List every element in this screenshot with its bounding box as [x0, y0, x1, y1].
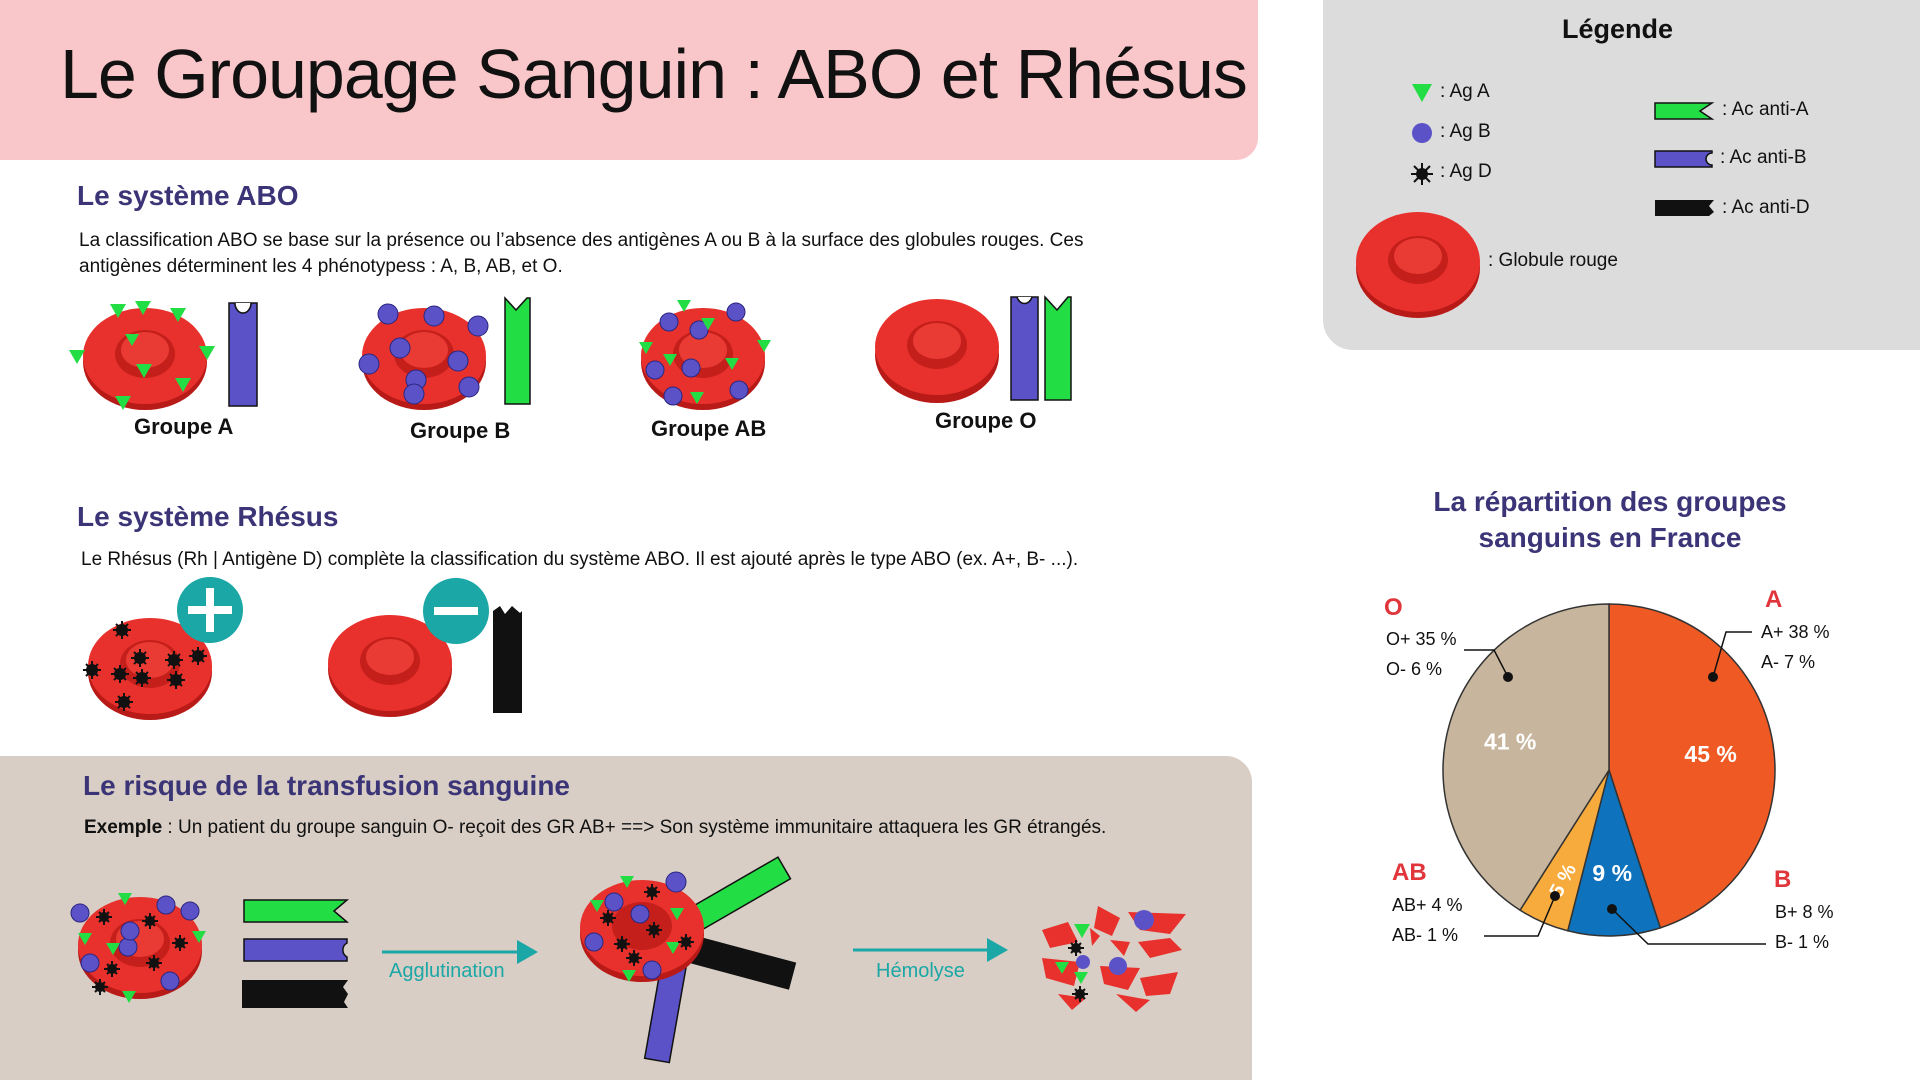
group-a-label: Groupe A — [134, 414, 234, 439]
legend-label-globule: : Globule rouge — [1488, 250, 1618, 271]
rh-negative-antibody-anti-d — [493, 606, 522, 713]
leader-line-b — [1611, 908, 1766, 945]
antigen-b-icon — [1412, 123, 1432, 143]
leader-line-a-dot — [1708, 672, 1718, 682]
hemolysis-arrow — [853, 938, 1008, 962]
pie-slice-a — [1608, 603, 1776, 929]
leader-line-ab-dot — [1550, 891, 1560, 901]
red-blood-cell-icon — [1356, 212, 1480, 318]
risk-example-text: : Un patient du groupe sanguin O- reçoit… — [162, 817, 1107, 838]
antibody-anti-a-icon — [1654, 102, 1715, 120]
risk-section-title: Le risque de la transfusion sanguine — [83, 770, 570, 801]
group-o-label: Groupe O — [935, 408, 1037, 433]
legend-label-ac-anti-b: : Ac anti-B — [1720, 147, 1807, 168]
antigen-d-icon — [1411, 163, 1433, 185]
rh-negative-cell — [328, 615, 452, 717]
antibody-anti-d-icon — [1655, 200, 1714, 216]
group-b-antibody — [504, 296, 531, 405]
leader-line-a — [1712, 631, 1752, 678]
rhesus-section-title: Le système Rhésus — [77, 501, 339, 532]
agglutination-label: Agglutination — [389, 960, 505, 982]
plus-icon — [177, 577, 243, 643]
legend-label-ac-anti-a: : Ac anti-A — [1722, 99, 1809, 120]
recipient-antibody-anti-d — [242, 980, 348, 1008]
group-o-antibody-anti-b — [1010, 296, 1039, 401]
abo-description: La classification ABO se base sur la pré… — [79, 230, 1084, 277]
antibody-anti-b-icon — [1654, 150, 1713, 168]
risk-example-label: Exemple — [84, 817, 163, 838]
leader-line-b-dot — [1607, 904, 1617, 914]
pie-detail-b-neg: B- 1 % — [1775, 932, 1830, 952]
donor-ab-positive-cell — [70, 893, 206, 1003]
pie-group-label-a: A — [1765, 586, 1783, 613]
leader-line-ab — [1484, 895, 1556, 937]
group-o-antibody-anti-a — [1044, 295, 1072, 401]
recipient-antibody-anti-a — [243, 899, 350, 923]
group-o-cell — [875, 299, 999, 403]
pie-detail-o-neg: O- 6 % — [1386, 659, 1443, 679]
title-banner — [0, 0, 1258, 160]
pie-value-label-a: 45 % — [1684, 741, 1736, 767]
pie-detail-a-pos: A+ 38 % — [1761, 622, 1830, 642]
group-b-label: Groupe B — [410, 418, 511, 443]
recipient-antibody-anti-b — [243, 938, 348, 962]
legend-label-ag-d: : Ag D — [1440, 161, 1492, 182]
pie-group-label-o: O — [1384, 594, 1403, 621]
abo-section-title: Le système ABO — [77, 180, 299, 211]
pie-detail-ab-pos: AB+ 4 % — [1392, 895, 1463, 915]
rh-positive-cell — [83, 618, 212, 720]
pie-slice-b — [1566, 767, 1662, 937]
legend-title: Légende — [1562, 14, 1674, 44]
antigen-a-icon — [1412, 84, 1432, 102]
group-a-antibody — [228, 302, 258, 407]
minus-icon — [423, 578, 489, 644]
pie-group-label-ab: AB — [1392, 859, 1427, 886]
page-title: Le Groupage Sanguin : ABO et Rhésus — [60, 35, 1248, 113]
pie-detail-o-pos: O+ 35 % — [1386, 629, 1457, 649]
agglutinated-cell — [580, 856, 797, 1064]
pie-value-label-o: 41 % — [1484, 728, 1536, 754]
agglutination-arrow — [382, 940, 538, 964]
pie-slice-o — [1442, 603, 1610, 912]
hemolysis-label: Hémolyse — [876, 960, 965, 982]
group-b-cell — [358, 303, 489, 410]
group-ab-label: Groupe AB — [651, 416, 767, 441]
group-ab-cell — [639, 300, 771, 410]
pie-chart-title: La répartition des groupes sanguins en F… — [1433, 486, 1787, 553]
pie-detail-a-neg: A- 7 % — [1761, 652, 1816, 672]
legend-label-ag-b: : Ag B — [1440, 121, 1491, 142]
hemolysed-cell-fragments — [1042, 906, 1186, 1012]
leader-line-o — [1464, 649, 1509, 678]
pie-value-label-b: 9 % — [1592, 860, 1632, 886]
pie-detail-b-pos: B+ 8 % — [1775, 902, 1834, 922]
group-a-cell — [69, 301, 215, 410]
leader-line-o-dot — [1503, 672, 1513, 682]
pie-group-label-b: B — [1774, 866, 1792, 893]
legend-label-ag-a: : Ag A — [1440, 81, 1490, 102]
pie-detail-ab-neg: AB- 1 % — [1392, 925, 1459, 945]
legend-label-ac-anti-d: : Ac anti-D — [1722, 197, 1810, 218]
risk-example: Exemple : Un patient du groupe sanguin O… — [84, 815, 1106, 841]
rhesus-description: Le Rhésus (Rh | Antigène D) complète la … — [81, 549, 1079, 570]
